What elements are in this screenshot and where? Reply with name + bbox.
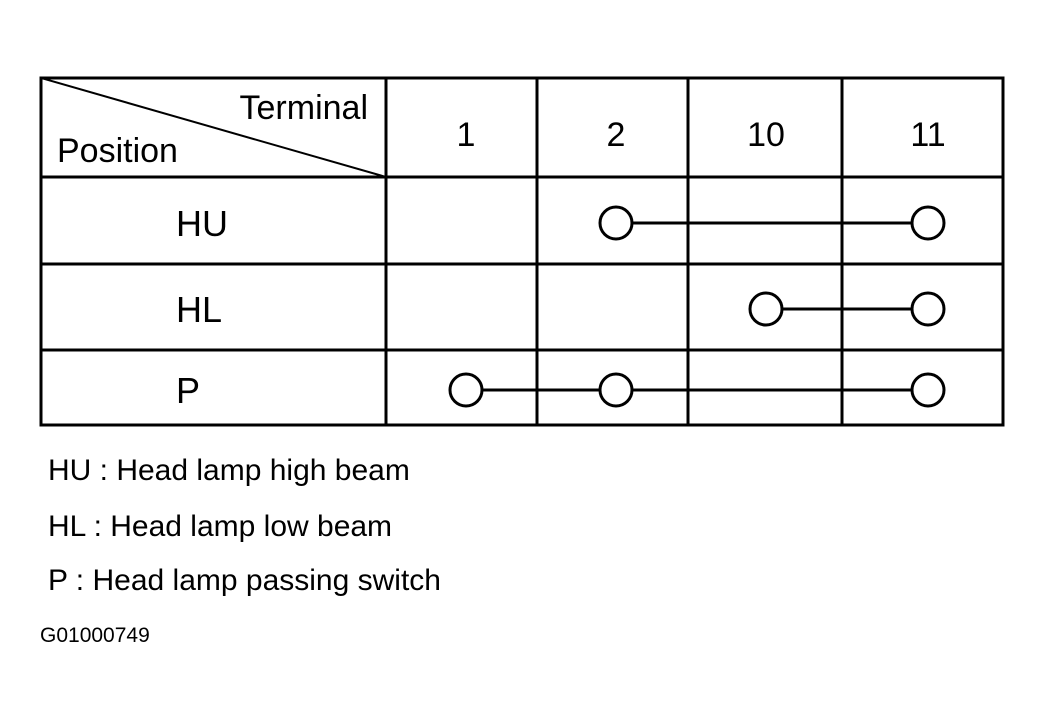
table-grid xyxy=(39,76,1005,427)
terminal-node-hu-11 xyxy=(910,205,946,241)
terminal-header-2: 2 xyxy=(607,116,626,154)
legend-item-hu: HU : Head lamp high beam xyxy=(48,454,410,487)
legend-item-p: P : Head lamp passing switch xyxy=(48,564,441,597)
terminal-header-10: 10 xyxy=(747,116,785,154)
table-border xyxy=(39,76,1005,427)
header-diagonal xyxy=(39,76,388,179)
continuity-connections xyxy=(448,205,946,408)
terminal-node-p-2 xyxy=(598,372,634,408)
terminal-header-1: 1 xyxy=(457,116,476,154)
terminal-header-11: 11 xyxy=(910,116,945,154)
terminal-node-p-11 xyxy=(910,372,946,408)
header-position-label: Position xyxy=(57,132,178,170)
terminal-node-hl-10 xyxy=(748,291,784,327)
header-terminal-label: Terminal xyxy=(240,89,368,127)
terminal-node-p-1 xyxy=(448,372,484,408)
position-labels: HU HL P xyxy=(176,203,228,411)
position-label-hu: HU xyxy=(176,203,228,244)
position-label-p: P xyxy=(176,370,200,411)
position-label-hl: HL xyxy=(176,289,222,330)
legend-item-hl: HL : Head lamp low beam xyxy=(48,510,393,543)
switch-continuity-table: Terminal Position 1 2 10 11 HU HL P xyxy=(39,76,1005,427)
figure-id: G01000749 xyxy=(40,624,150,647)
terminal-node-hl-11 xyxy=(910,291,946,327)
terminal-headers: 1 2 10 11 xyxy=(457,116,946,154)
terminal-node-hu-2 xyxy=(598,205,634,241)
